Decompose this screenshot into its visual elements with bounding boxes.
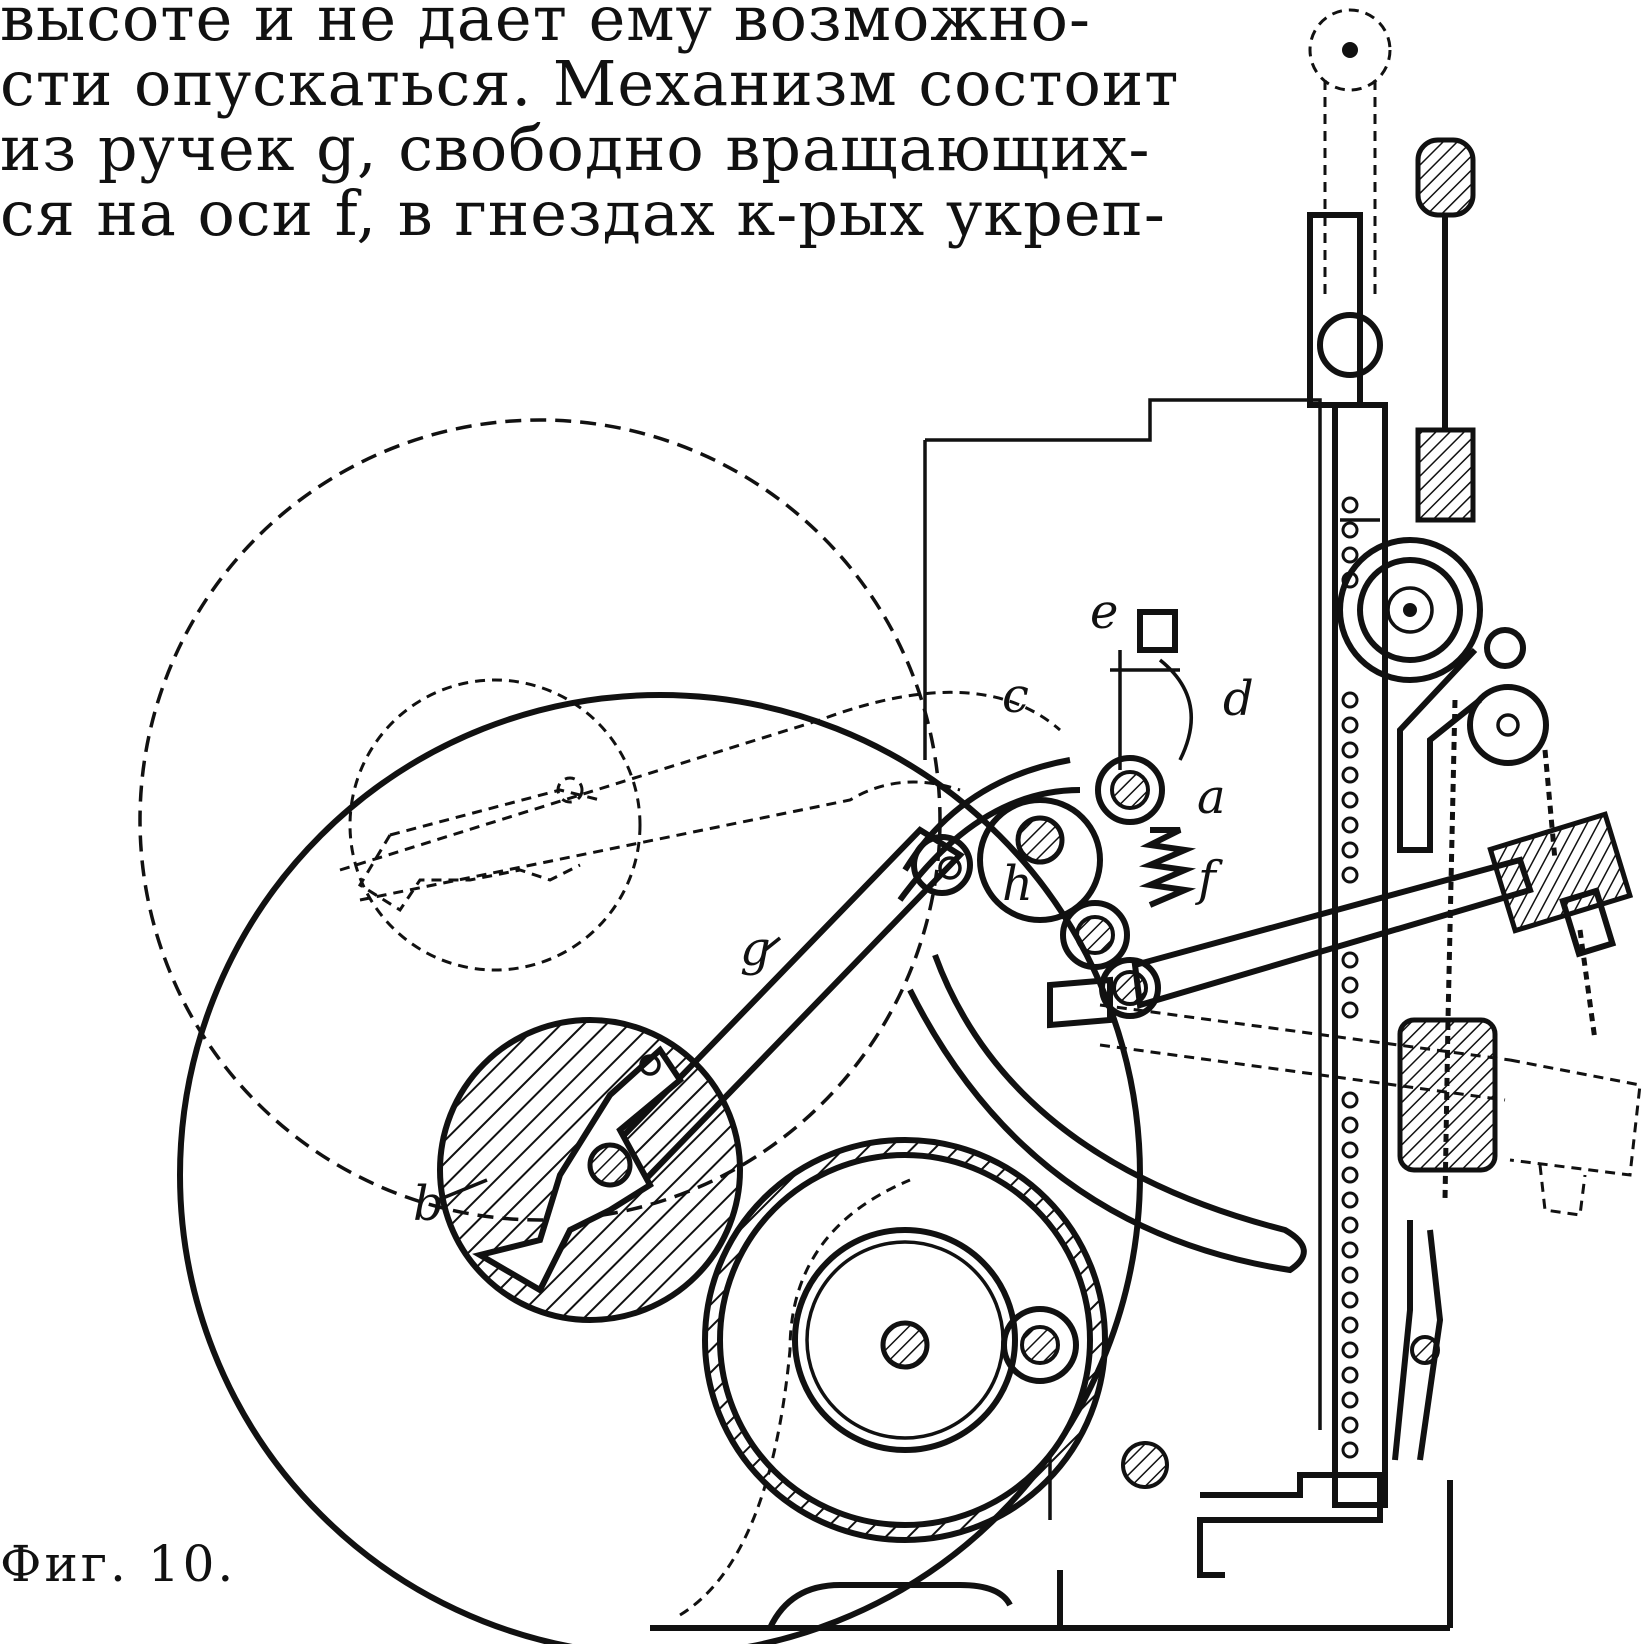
- small-gear: [1001, 1306, 1079, 1384]
- label-h: h: [1002, 856, 1033, 912]
- pulley-inner: [1357, 557, 1463, 663]
- figure-caption: Фиг. 10.: [0, 1535, 237, 1593]
- text-line-2: сти опускаться. Механизм состоит: [0, 47, 1180, 120]
- handle-pivot: [911, 834, 973, 896]
- label-e: e: [1090, 584, 1118, 640]
- chain-right: [1542, 749, 1598, 1041]
- machine-base: [650, 1480, 1453, 1631]
- roller-lower: [1099, 957, 1161, 1019]
- hub-b-pin: [639, 1054, 661, 1076]
- lever-weight: [1487, 811, 1634, 934]
- right-roller-top: [1484, 627, 1526, 669]
- dashed-lower-foot: [1538, 1164, 1587, 1217]
- dashed-lower-lever: [1099, 1003, 1642, 1177]
- lower-link-pin: [1410, 1335, 1440, 1365]
- counterweight: [1397, 1017, 1498, 1173]
- spring-f: [1138, 827, 1197, 908]
- label-a: a: [1197, 769, 1226, 825]
- mid-wood-block: [1415, 427, 1476, 523]
- top-dashed-pin: [1342, 42, 1358, 58]
- label-f: f: [1195, 851, 1223, 907]
- rod-roller: [1317, 312, 1383, 378]
- label-b-leader: [437, 1178, 488, 1202]
- curved-arm: [897, 757, 1307, 1274]
- label-g-leader: [763, 936, 782, 952]
- handle-g: [597, 826, 965, 1183]
- label-b: b: [413, 1176, 444, 1232]
- cam-c: [977, 797, 1103, 923]
- top-rod-dashed: [1323, 80, 1377, 300]
- label-d: d: [1223, 671, 1254, 727]
- upper-dashed-hook: [357, 788, 601, 913]
- cam-c-core: [1015, 815, 1065, 865]
- right-roller: [1467, 684, 1549, 766]
- handle-pivot-pin: [938, 856, 962, 880]
- upper-dashed-disc: [348, 678, 642, 972]
- roller-h-core: [1075, 915, 1115, 955]
- right-roller-pin: [1496, 713, 1520, 737]
- roller-a-core: [1110, 770, 1150, 810]
- hub-b-hook: [472, 1045, 684, 1295]
- bottom-bracket: [1197, 1472, 1383, 1578]
- frame-bolt: [1121, 1441, 1169, 1489]
- roller-lower-core: [1112, 970, 1148, 1006]
- column-hole-row: [1341, 496, 1359, 1459]
- text-line-3: из ручек g, свободно вращающих-: [0, 112, 1151, 185]
- small-gear-core: [1020, 1325, 1060, 1365]
- text-line-4: ся на оси f, в гнездах к-рых укреп-: [0, 177, 1166, 250]
- lever-weight-foot: [1559, 887, 1617, 958]
- top-dashed-roller: [1308, 8, 1392, 92]
- pulley-hub: [1386, 586, 1434, 634]
- part-d: [1110, 650, 1193, 770]
- hub-b-axle: [587, 1142, 633, 1188]
- pulley-hub-dot: [1403, 603, 1417, 617]
- body-text: высоте и не дает ему возможно- сти опуск…: [0, 0, 1220, 246]
- roller-a: [1095, 755, 1165, 825]
- top-wood-grip: [1415, 137, 1476, 218]
- upper-dashed-pin: [556, 776, 584, 804]
- lower-link: [1392, 1220, 1444, 1461]
- bottom-dashed-arc: [679, 1178, 911, 1617]
- roller-h: [1060, 900, 1130, 970]
- feed-drum-ring: [792, 1227, 1018, 1453]
- pulley-outer: [1337, 537, 1483, 683]
- feed-drum-axle: [880, 1320, 930, 1370]
- dashed-lever: [339, 690, 1061, 902]
- right-bracket: [1397, 647, 1482, 853]
- top-rod: [1307, 212, 1363, 408]
- slotted-block: [1047, 976, 1113, 1029]
- label-c: c: [1002, 668, 1029, 724]
- block-e: [1137, 609, 1178, 653]
- text-line-1: высоте и не дает ему возможно-: [0, 0, 1091, 55]
